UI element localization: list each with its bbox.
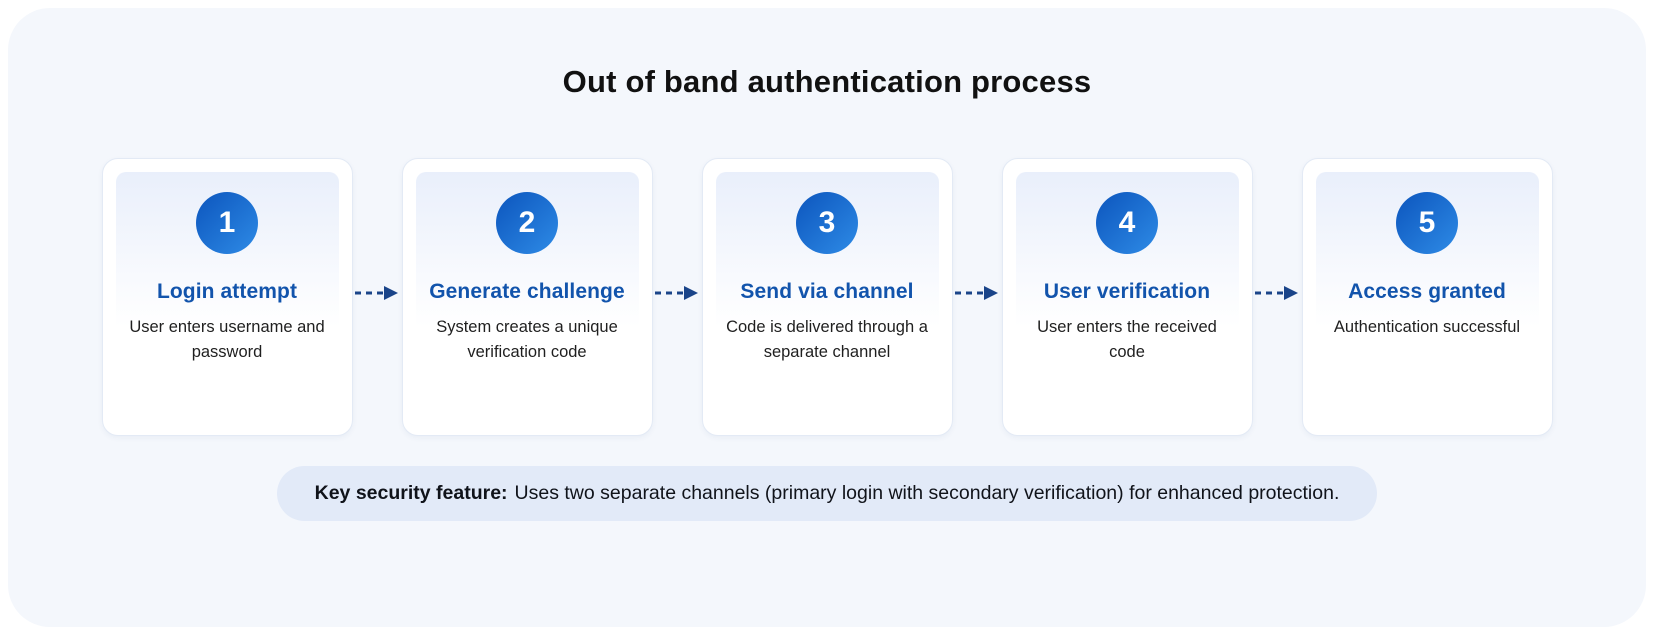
dashed-arrow-right-icon xyxy=(655,286,698,300)
key-security-feature-note: Key security feature: Uses two separate … xyxy=(276,466,1378,521)
step-card-user-verification: 4 User verification User enters the rece… xyxy=(1001,158,1253,436)
step-card-inner: 5 Access granted Authentication successf… xyxy=(1315,172,1539,422)
note-text: Uses two separate channels (primary logi… xyxy=(514,482,1340,504)
step-heading: Generate challenge xyxy=(429,280,625,303)
arrow-connector xyxy=(653,158,702,436)
step-card-inner: 4 User verification User enters the rece… xyxy=(1015,172,1239,422)
step-card-send-via-channel: 3 Send via channel Code is delivered thr… xyxy=(701,158,953,436)
step-card-generate-challenge: 2 Generate challenge System creates a un… xyxy=(401,158,653,436)
step-number-badge: 1 xyxy=(196,192,258,254)
step-card-inner: 1 Login attempt User enters username and… xyxy=(115,172,339,422)
diagram-title: Out of band authentication process xyxy=(562,64,1092,99)
step-card-inner: 2 Generate challenge System creates a un… xyxy=(415,172,639,422)
step-description: Authentication successful xyxy=(1333,318,1521,336)
step-description: User enters the received code xyxy=(1037,318,1217,361)
step-description: System creates a unique verification cod… xyxy=(436,318,618,361)
steps-row: 1 Login attempt User enters username and… xyxy=(8,158,1646,436)
step-number-badge: 5 xyxy=(1396,192,1458,254)
arrow-connector xyxy=(353,158,402,436)
step-description: Code is delivered through a separate cha… xyxy=(726,318,928,361)
dashed-arrow-right-icon xyxy=(1255,286,1298,300)
dashed-arrow-right-icon xyxy=(355,286,398,300)
step-number-badge: 4 xyxy=(1096,192,1158,254)
step-heading: Access granted xyxy=(1348,280,1506,303)
note-label: Key security feature: xyxy=(314,482,508,504)
step-heading: User verification xyxy=(1043,280,1211,303)
step-card-access-granted: 5 Access granted Authentication successf… xyxy=(1301,158,1553,436)
step-description: User enters username and password xyxy=(129,318,325,361)
step-heading: Send via channel xyxy=(740,280,914,303)
dashed-arrow-right-icon xyxy=(955,286,998,300)
note-row: Key security feature: Uses two separate … xyxy=(8,436,1646,521)
arrow-connector xyxy=(1253,158,1302,436)
step-number-badge: 2 xyxy=(496,192,558,254)
step-number-badge: 3 xyxy=(796,192,858,254)
step-heading: Login attempt xyxy=(156,280,298,303)
step-card-login-attempt: 1 Login attempt User enters username and… xyxy=(101,158,353,436)
diagram-panel: Out of band authentication process 1 Log… xyxy=(8,8,1646,627)
arrow-connector xyxy=(953,158,1002,436)
step-card-inner: 3 Send via channel Code is delivered thr… xyxy=(715,172,939,422)
